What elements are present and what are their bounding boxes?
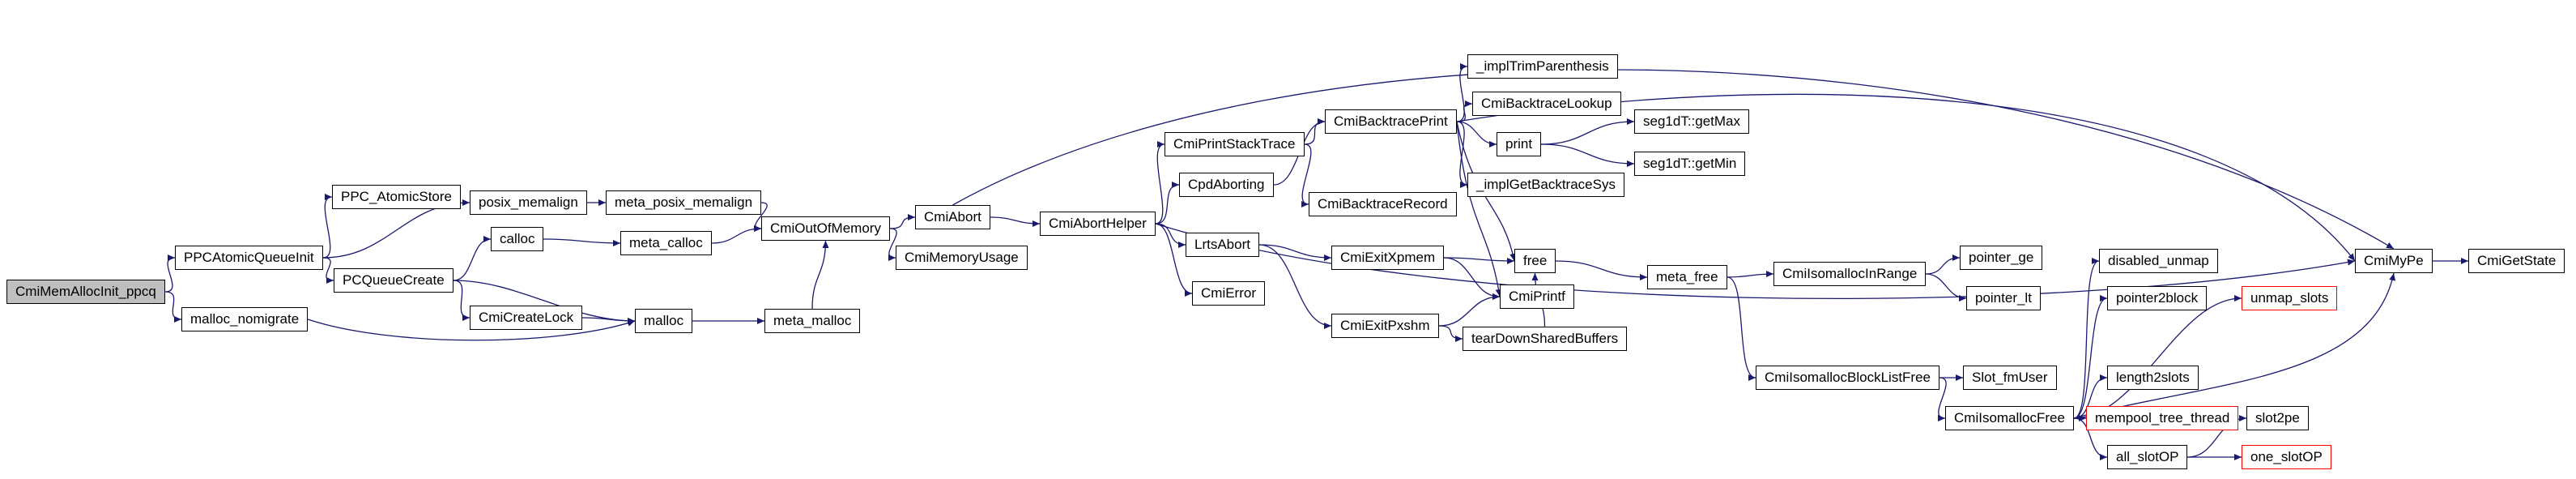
graph-node-lrtsabort[interactable]: LrtsAbort: [1186, 233, 1259, 257]
call-edge-cmicreatelock-to-malloc: [581, 317, 636, 324]
graph-node-free[interactable]: free: [1514, 249, 1556, 273]
call-edge-cmiexitpxshm-to-cmiprintf: [1438, 293, 1501, 327]
call-edge-cmiexitpxshm-to-teardownsharedbuffers: [1438, 325, 1463, 342]
graph-node-length2slots[interactable]: length2slots: [2107, 366, 2199, 390]
graph-node-calloc[interactable]: calloc: [491, 227, 544, 251]
graph-node-posix-memalign[interactable]: posix_memalign: [470, 190, 587, 215]
graph-node-pcqueuecreate[interactable]: PCQueueCreate: [334, 268, 453, 293]
graph-node-cmiprintf[interactable]: CmiPrintf: [1500, 284, 1574, 309]
graph-node-meta-posix-memalign[interactable]: meta_posix_memalign: [606, 190, 762, 215]
graph-node-malloc[interactable]: malloc: [635, 309, 693, 333]
call-edge-cmiexitxpmem-to-free: [1443, 257, 1515, 264]
call-edge-cmiisomallocinrange-to-pointer-ge: [1925, 254, 1961, 275]
graph-node-pointer-lt[interactable]: pointer_lt: [1966, 286, 2041, 310]
call-edge-meta-calloc-to-cmioutofmemory: [711, 225, 762, 244]
graph-node-cmiisomallocinrange[interactable]: CmiIsomallocInRange: [1773, 262, 1927, 286]
graph-node-meta-calloc[interactable]: meta_calloc: [620, 231, 712, 255]
graph-node-cmibacktraceprint[interactable]: CmiBacktracePrint: [1325, 109, 1457, 134]
call-edge-pcqueuecreate-to-calloc: [453, 236, 492, 281]
call-edge-cmiisomallocfree-to-disabled-unmap: [2073, 258, 2100, 419]
graph-node-mempool-tree-thread[interactable]: mempool_tree_thread: [2086, 406, 2239, 430]
call-edge-free-to-meta-free: [1555, 260, 1648, 280]
graph-node-seg1dt-getmax[interactable]: seg1dT::getMax: [1634, 109, 1750, 134]
call-edge-cmibacktraceprint-to-cmiprintf: [1456, 121, 1502, 297]
graph-node-cmiisomallocblocklistfree[interactable]: CmiIsomallocBlockListFree: [1756, 366, 1939, 390]
call-edge-meta-free-to-cmiisomallocinrange: [1727, 271, 1774, 278]
graph-node-cmibacktracelookup[interactable]: CmiBacktraceLookup: [1472, 92, 1621, 116]
call-edge-cmiisomallocfree-to-pointer2block: [2073, 295, 2108, 419]
graph-node-disabled-unmap[interactable]: disabled_unmap: [2099, 249, 2218, 273]
graph-node-cmioutofmemory[interactable]: CmiOutOfMemory: [761, 216, 890, 241]
graph-node-cmiaborthelper[interactable]: CmiAbortHelper: [1040, 212, 1156, 236]
graph-node-print[interactable]: print: [1497, 132, 1542, 156]
graph-node-cmicreatelock[interactable]: CmiCreateLock: [470, 306, 583, 330]
call-edge-cmibacktraceprint-to-implgetbacktracesys: [1456, 121, 1468, 188]
call-edge-cmiisomallocblocklistfree-to-cmiisomallocfree: [1937, 377, 1947, 421]
call-edge-cmiabort-to-cmiaborthelper: [990, 216, 1041, 227]
call-edge-cmibacktraceprint-to-free: [1456, 121, 1517, 262]
graph-node-impltrimparenthesis[interactable]: _implTrimParenthesis: [1467, 54, 1618, 79]
call-edge-calloc-to-meta-calloc: [543, 238, 621, 246]
graph-node-cmimype[interactable]: CmiMyPe: [2355, 249, 2433, 273]
call-edge-cmioutofmemory-to-cmimemoryusage: [888, 228, 897, 261]
graph-node-cmiexitxpmem[interactable]: CmiExitXpmem: [1331, 246, 1445, 270]
call-edge-cmibacktraceprint-to-print: [1456, 121, 1497, 148]
graph-node-cpdaborting[interactable]: CpdAborting: [1179, 173, 1274, 197]
call-edge-cmiaborthelper-to-cmimype: [1155, 223, 2356, 300]
call-edge-print-to-seg1dt-getmin: [1540, 143, 1635, 167]
call-edge-meta-free-to-cmiisomallocblocklistfree: [1727, 276, 1756, 381]
call-edge-ppcatomicqueueinit-to-pcqueuecreate: [322, 257, 334, 284]
graph-node-malloc-nomigrate[interactable]: malloc_nomigrate: [181, 307, 309, 331]
graph-node-slot-fmuser[interactable]: Slot_fmUser: [1963, 366, 2057, 390]
graph-node-cmiexitpxshm[interactable]: CmiExitPxshm: [1331, 314, 1439, 338]
call-edge-meta-malloc-to-cmioutofmemory: [811, 240, 829, 310]
graph-node-implgetbacktracesys[interactable]: _implGetBacktraceSys: [1467, 173, 1624, 197]
graph-node-cmibacktracerecord[interactable]: CmiBacktraceRecord: [1309, 192, 1457, 216]
call-edge-cmiisomallocfree-to-unmap-slots: [2073, 295, 2242, 419]
graph-node-cmiisomallocfree[interactable]: CmiIsomallocFree: [1945, 406, 2074, 430]
call-edge-cmiprintstacktrace-to-cmibacktracerecord: [1301, 143, 1312, 207]
graph-node-cmiabort[interactable]: CmiAbort: [915, 205, 990, 229]
graph-node-teardownsharedbuffers[interactable]: tearDownSharedBuffers: [1463, 327, 1628, 351]
call-edge-malloc-nomigrate-to-malloc: [307, 319, 636, 341]
call-edge-lrtsabort-to-cmiexitxpmem: [1258, 244, 1332, 261]
call-edge-cmimemallocinit-ppcq-to-ppcatomicqueueinit: [164, 254, 176, 293]
call-edge-cmiaborthelper-to-cmierror: [1155, 223, 1193, 297]
graph-node-ppc-atomicstore[interactable]: PPC_AtomicStore: [332, 185, 461, 209]
call-edge-cmiisomallocinrange-to-pointer-lt: [1925, 273, 1967, 302]
call-edge-cmiaborthelper-to-lrtsabort: [1155, 223, 1186, 248]
graph-node-cmimemoryusage[interactable]: CmiMemoryUsage: [896, 246, 1028, 270]
graph-node-pointer2block[interactable]: pointer2block: [2107, 286, 2208, 310]
call-edge-print-to-seg1dt-getmax: [1540, 118, 1635, 145]
graph-node-cmierror[interactable]: CmiError: [1192, 281, 1265, 306]
call-edge-cmibacktraceprint-to-cmibacktracelookup: [1456, 101, 1473, 122]
call-edge-ppcatomicqueueinit-to-ppc-atomicstore: [322, 194, 333, 259]
graph-node-meta-free[interactable]: meta_free: [1647, 265, 1727, 289]
call-edge-cmibacktraceprint-to-impltrimparenthesis: [1456, 63, 1468, 122]
call-edge-cmiisomallocfree-to-all-slotop: [2073, 417, 2108, 460]
graph-node-one-slotop[interactable]: one_slotOP: [2242, 445, 2331, 469]
graph-node-ppcatomicqueueinit[interactable]: PPCAtomicQueueInit: [175, 246, 323, 270]
call-edge-ppcatomicqueueinit-to-posix-memalign: [322, 199, 470, 259]
graph-node-pointer-ge[interactable]: pointer_ge: [1960, 246, 2043, 270]
graph-node-all-slotop[interactable]: all_slotOP: [2107, 445, 2188, 469]
graph-node-slot2pe[interactable]: slot2pe: [2246, 406, 2309, 430]
graph-node-cmimemallocinit-ppcq: CmiMemAllocInit_ppcq: [6, 280, 165, 304]
call-edge-cmiisomallocfree-to-cmimype: [2073, 272, 2396, 419]
graph-node-meta-malloc[interactable]: meta_malloc: [764, 309, 861, 333]
call-edge-cmioutofmemory-to-cmiabort: [889, 214, 916, 229]
graph-node-seg1dt-getmin[interactable]: seg1dT::getMin: [1634, 152, 1746, 176]
call-edge-cmiaborthelper-to-cmiprintstacktrace: [1155, 141, 1165, 225]
call-edge-cmimemallocinit-ppcq-to-malloc-nomigrate: [164, 291, 182, 323]
call-edge-lrtsabort-to-cmiexitpxshm: [1258, 244, 1332, 329]
call-edge-cmiexitxpmem-to-cmiprintf: [1443, 257, 1501, 300]
graph-node-unmap-slots[interactable]: unmap_slots: [2242, 286, 2338, 310]
call-edge-pcqueuecreate-to-cmicreatelock: [453, 280, 470, 321]
graph-node-cmigetstate[interactable]: CmiGetState: [2468, 249, 2565, 273]
call-edge-cmiabort-to-cmimype: [952, 69, 2395, 250]
call-edge-cmiaborthelper-to-cpdaborting: [1155, 182, 1180, 225]
graph-node-cmiprintstacktrace[interactable]: CmiPrintStackTrace: [1165, 132, 1305, 156]
